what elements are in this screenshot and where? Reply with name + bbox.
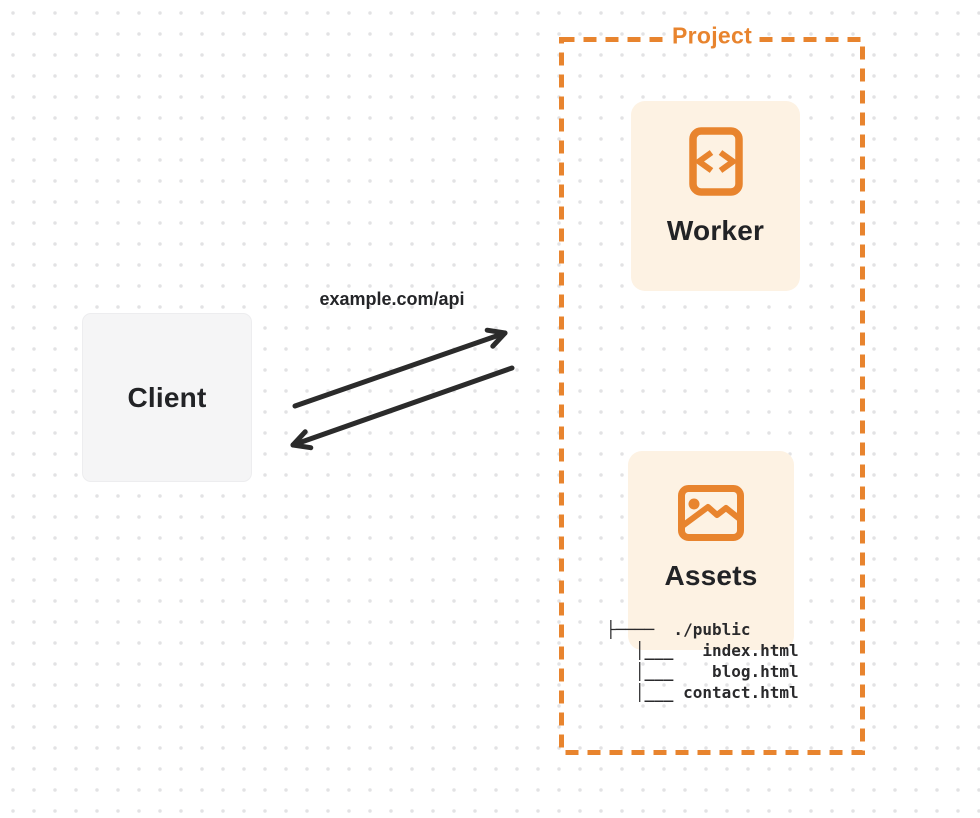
image-icon bbox=[678, 485, 744, 541]
client-label: Client bbox=[127, 381, 207, 413]
assets-node: Assets bbox=[628, 451, 794, 650]
code-file-icon bbox=[688, 127, 743, 196]
worker-node: Worker bbox=[631, 101, 800, 291]
file-tree-item: │___ blog.html bbox=[606, 662, 799, 681]
request-arrow bbox=[292, 327, 508, 409]
file-tree-item: │___ index.html bbox=[606, 641, 799, 660]
worker-label: Worker bbox=[666, 215, 765, 246]
assets-label: Assets bbox=[664, 560, 758, 591]
request-response-arrows bbox=[290, 327, 515, 451]
assets-file-tree: ├──── ./public │___ index.html │___ blog… bbox=[606, 619, 799, 703]
project-title: Project bbox=[666, 22, 758, 50]
arrowhead-left-icon bbox=[290, 429, 314, 451]
file-tree-item: │___ contact.html bbox=[606, 683, 799, 702]
arrowhead-right-icon bbox=[484, 327, 508, 349]
client-node: Client bbox=[82, 313, 252, 482]
response-arrow bbox=[290, 365, 515, 451]
request-url-label: example.com/api bbox=[319, 289, 465, 309]
file-tree-root: ├──── ./public bbox=[606, 620, 751, 639]
project-group: Project Worker Assets ├──── ./publ bbox=[559, 22, 865, 755]
